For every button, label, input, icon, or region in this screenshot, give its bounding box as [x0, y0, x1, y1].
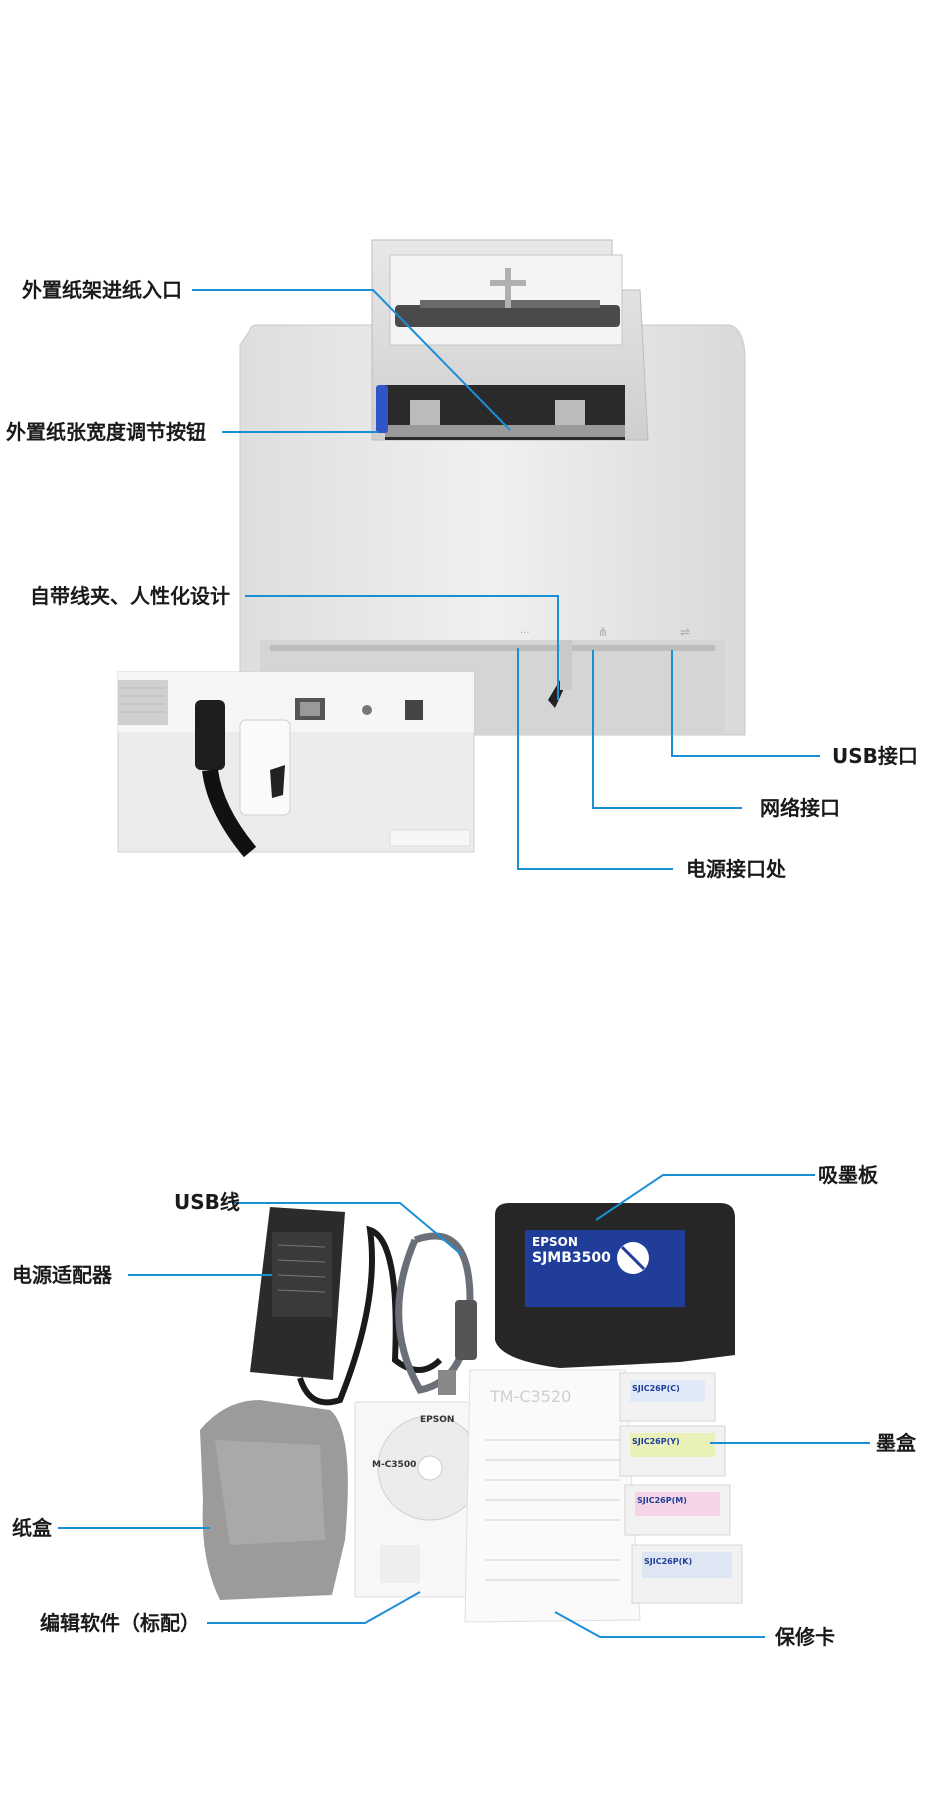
cartridge-label-2: SJIC26P(Y) — [632, 1437, 680, 1446]
cartridge-label-3: SJIC26P(M) — [637, 1496, 687, 1505]
label-cable-clip: 自带线夹、人性化设计 — [30, 584, 230, 608]
cd-brand-text: EPSON — [420, 1415, 455, 1425]
svg-text:⋔: ⋔ — [598, 625, 608, 639]
ink-absorber-graphic — [495, 1203, 735, 1368]
power-adapter-graphic — [250, 1207, 443, 1406]
label-ink-cartridge: 墨盒 — [876, 1431, 916, 1455]
printer-body — [239, 324, 746, 736]
ports-inset-photo — [117, 671, 475, 858]
label-usb-cable: USB线 — [174, 1190, 240, 1214]
paper-holder — [371, 239, 649, 441]
section2-leader-lines — [58, 1174, 870, 1638]
label-usb-port: USB接口 — [832, 744, 918, 768]
cartridge-label-1: SJIC26P(C) — [632, 1384, 680, 1393]
section1-leader-lines — [192, 289, 820, 870]
label-paper-box: 纸盒 — [12, 1516, 52, 1540]
cartridge-label-4: SJIC26P(K) — [644, 1557, 693, 1566]
usb-cable-graphic — [395, 1232, 477, 1395]
label-feed-entrance: 外置纸架进纸入口 — [22, 278, 182, 302]
svg-text:⇌: ⇌ — [680, 625, 690, 639]
label-warranty-card: 保修卡 — [775, 1625, 835, 1649]
absorber-model-text: SJMB3500 — [532, 1250, 611, 1266]
label-software: 编辑软件（标配） — [40, 1611, 200, 1635]
label-width-adjust-button: 外置纸张宽度调节按钮 — [6, 420, 206, 444]
paper-box-graphic — [200, 1400, 348, 1600]
label-network-port: 网络接口 — [760, 796, 840, 820]
ink-cartridges-graphic — [619, 1372, 743, 1604]
svg-text:···: ··· — [520, 628, 530, 639]
label-power-port: 电源接口处 — [686, 857, 786, 881]
absorber-brand-text: EPSON — [532, 1235, 578, 1249]
label-power-adapter: 电源适配器 — [12, 1263, 112, 1287]
manual-cd-graphic — [354, 1401, 483, 1598]
label-ink-absorber: 吸墨板 — [818, 1163, 878, 1187]
cd-model-text: M-C3500 — [372, 1460, 417, 1470]
manual-model-text: TM-C3520 — [490, 1387, 572, 1406]
